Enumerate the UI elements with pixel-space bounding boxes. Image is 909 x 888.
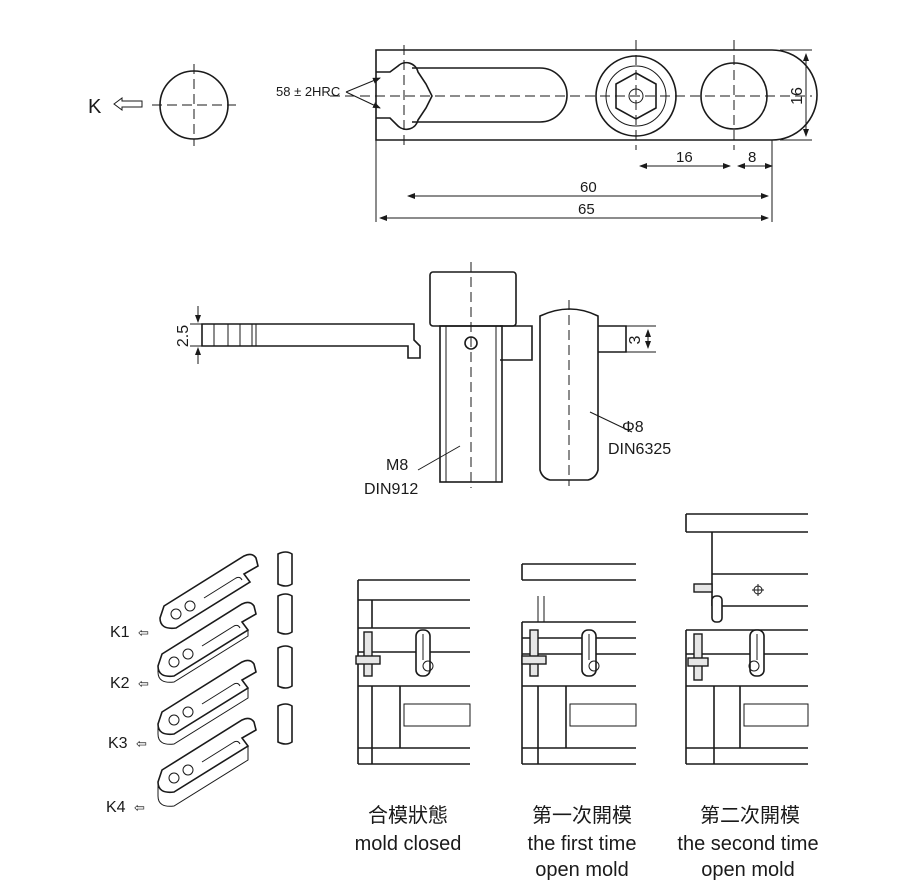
plate-slot — [412, 67, 568, 123]
view-k-indicator: K — [88, 64, 236, 146]
variant-k2: K2 ⇦ — [110, 593, 293, 692]
svg-text:65: 65 — [578, 201, 595, 218]
dim-3: 3 — [626, 325, 656, 353]
stage-2-zh: 第一次開模 — [532, 804, 632, 827]
svg-text:K2: K2 — [110, 675, 130, 692]
pin-body — [539, 308, 599, 481]
stage-3-zh: 第二次開模 — [700, 804, 800, 827]
hardness-note: 58 ± 2HRC — [276, 84, 340, 99]
variant-k3: K3 ⇦ — [108, 645, 293, 752]
dim-16-center: 16 — [676, 149, 693, 166]
view-k-label: K — [88, 96, 102, 118]
pin-size-label: Φ8 — [622, 419, 644, 436]
svg-text:60: 60 — [580, 179, 597, 196]
variant-k4: K4 ⇦ — [106, 703, 293, 816]
stage-captions: 合模狀態 mold closed 第一次開模 the first time op… — [355, 804, 819, 881]
dim-16-height: 16 — [789, 87, 806, 105]
latch-bar — [201, 323, 421, 359]
svg-text:⇦: ⇦ — [138, 625, 149, 640]
dim-2-5: 2.5 — [175, 306, 210, 364]
screw-size-label: M8 — [386, 457, 408, 474]
stage-3-en2: open mold — [701, 859, 794, 881]
stage-second-open — [685, 513, 809, 765]
svg-text:K3: K3 — [108, 735, 128, 752]
top-view: K 58 ± 2HRC — [88, 40, 818, 222]
stage-first-open — [521, 563, 637, 765]
svg-text:K1: K1 — [110, 624, 130, 641]
latch-plate-top — [330, 40, 818, 150]
dim-height: 16 — [780, 49, 812, 141]
screw-standard-label: DIN912 — [364, 481, 418, 498]
dim-60: 60 — [407, 179, 769, 199]
stage-2-en1: the first time — [528, 833, 637, 855]
screw-m8 — [429, 262, 517, 488]
dim-65: 65 — [375, 140, 769, 222]
svg-text:3: 3 — [627, 335, 644, 344]
stage-mold-closed — [355, 579, 471, 765]
dim-centers: 16 8 — [639, 140, 773, 222]
stage-3-en1: the second time — [677, 833, 818, 855]
svg-text:K4: K4 — [106, 799, 126, 816]
variant-k1: K1 ⇦ — [110, 551, 293, 641]
dowel-pin — [539, 300, 599, 486]
side-view: 2.5 3 M8 DIN912 Φ8 DIN6325 — [175, 262, 671, 498]
variants: K1 ⇦ K2 ⇦ K3 ⇦ — [106, 551, 293, 816]
stage-1-zh: 合模狀態 — [368, 804, 448, 827]
plate-outline — [375, 49, 818, 141]
pin-standard-label: DIN6325 — [608, 441, 671, 458]
view-direction-arrow — [113, 97, 143, 111]
svg-text:⇦: ⇦ — [136, 736, 147, 751]
screw-head — [429, 271, 517, 327]
stage-1-en1: mold closed — [355, 833, 462, 855]
svg-text:⇦: ⇦ — [134, 800, 145, 815]
svg-text:⇦: ⇦ — [138, 676, 149, 691]
plate-notch — [376, 61, 433, 131]
dim-8: 8 — [748, 149, 756, 166]
stage-2-en2: open mold — [535, 859, 628, 881]
svg-text:2.5: 2.5 — [175, 325, 192, 347]
